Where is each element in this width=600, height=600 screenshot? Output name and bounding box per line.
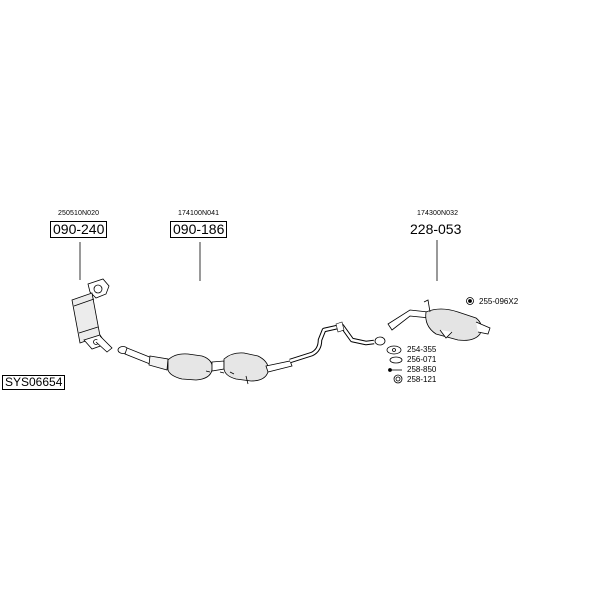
accessory-label-258-121[interactable]: 258-121 — [407, 375, 437, 384]
oem-number-part-1: 250510N020 — [58, 210, 100, 217]
part-number-label-1[interactable]: 090-240 — [50, 221, 108, 238]
connector-ring — [374, 336, 386, 346]
bolt-icon-258-850 — [388, 368, 402, 372]
accessory-label-254-355[interactable]: 254-355 — [407, 345, 437, 354]
front-pipe-with-catalyst — [117, 346, 293, 385]
front-catalytic-converter — [71, 278, 113, 353]
accessory-label-258-850[interactable]: 258-850 — [407, 365, 437, 374]
rear-muffler — [387, 299, 491, 341]
seal-ring-icon-256 — [389, 356, 403, 364]
accessory-label-256-071[interactable]: 256-071 — [407, 355, 437, 364]
part-number-label-2[interactable]: 090-186 — [170, 221, 228, 238]
part-number-label-3[interactable]: 228-053 — [410, 221, 462, 237]
system-code-label: SYS06654 — [2, 375, 66, 390]
oem-number-part-2: 174100N041 — [178, 210, 220, 217]
gasket-icon-255 — [466, 297, 474, 305]
oem-number-part-3: 174300N032 — [417, 210, 459, 217]
accessory-label-255-096x2[interactable]: 255-096X2 — [479, 297, 519, 306]
clamp-ring-icon-258-121 — [393, 374, 403, 384]
flange-gasket-icon-254 — [386, 345, 402, 355]
